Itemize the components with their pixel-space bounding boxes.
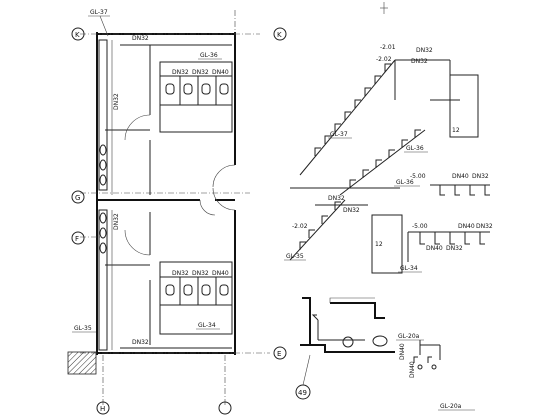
iso-label: -5.00 [410,173,426,180]
dim-label: DN32 [172,270,189,277]
iso-label: DN32 [411,58,428,65]
dim-label: DN32 [192,270,209,277]
detail-mark: 49 [298,389,307,397]
dim-label: DN32 [113,93,120,110]
pipe-label: GL-36 [200,52,218,59]
dim-label: DN32 [132,35,149,42]
detail-caption: GL-20a [440,403,462,410]
iso-label: DN32 [328,195,345,202]
dim-label: DN32 [192,69,209,76]
dim-label: DN40 [212,270,229,277]
axis-mark: K [277,31,282,39]
iso-label: GL-34 [400,265,418,272]
iso-label: -2.02 [292,223,308,230]
detail-label: GL-20a [398,333,420,340]
detail-plan: GL-20a DN40 DN40 49 GL-20a [295,297,475,411]
iso-label: DN32 [446,245,463,252]
pipe-label: GL-34 [198,322,216,329]
iso-label: DN32 [416,47,433,54]
iso-label: DN40 [452,173,469,180]
iso-label: DN32 [343,207,360,214]
axis-mark: K [75,31,80,39]
iso-label: DN40 [458,223,475,230]
pipe-label: GL-35 [74,325,92,332]
floor-plan: GL-37 GL-36 GL-35 GL-34 DN32 DN32 DN32 D… [67,9,287,415]
dim-label: DN32 [132,339,149,346]
detail-label: DN40 [409,361,416,378]
isometric-piping: 12 [284,2,493,274]
fixture-column [98,39,113,351]
iso-label: GL-37 [330,131,348,138]
dim-label: DN32 [113,213,120,230]
iso-label: -2.02 [376,56,392,63]
iso-label: 12 [375,241,383,248]
dim-label: DN40 [212,69,229,76]
pipe-label: GL-37 [90,9,108,16]
dim-label: DN32 [172,69,189,76]
axis-mark: G [75,194,80,202]
iso-label: -2.01 [380,44,396,51]
iso-label: GL-36 [406,145,424,152]
iso-label: 12 [452,127,460,134]
iso-label: -5.00 [412,223,428,230]
axis-mark: F [75,235,79,243]
detail-label: DN40 [399,343,406,360]
iso-label: GL-35 [286,253,304,260]
iso-label: DN40 [426,245,443,252]
axis-mark: E [277,350,281,358]
axis-mark: H [100,405,105,413]
iso-label: DN32 [476,223,493,230]
iso-label: DN32 [472,173,489,180]
iso-label: GL-36 [396,179,414,186]
